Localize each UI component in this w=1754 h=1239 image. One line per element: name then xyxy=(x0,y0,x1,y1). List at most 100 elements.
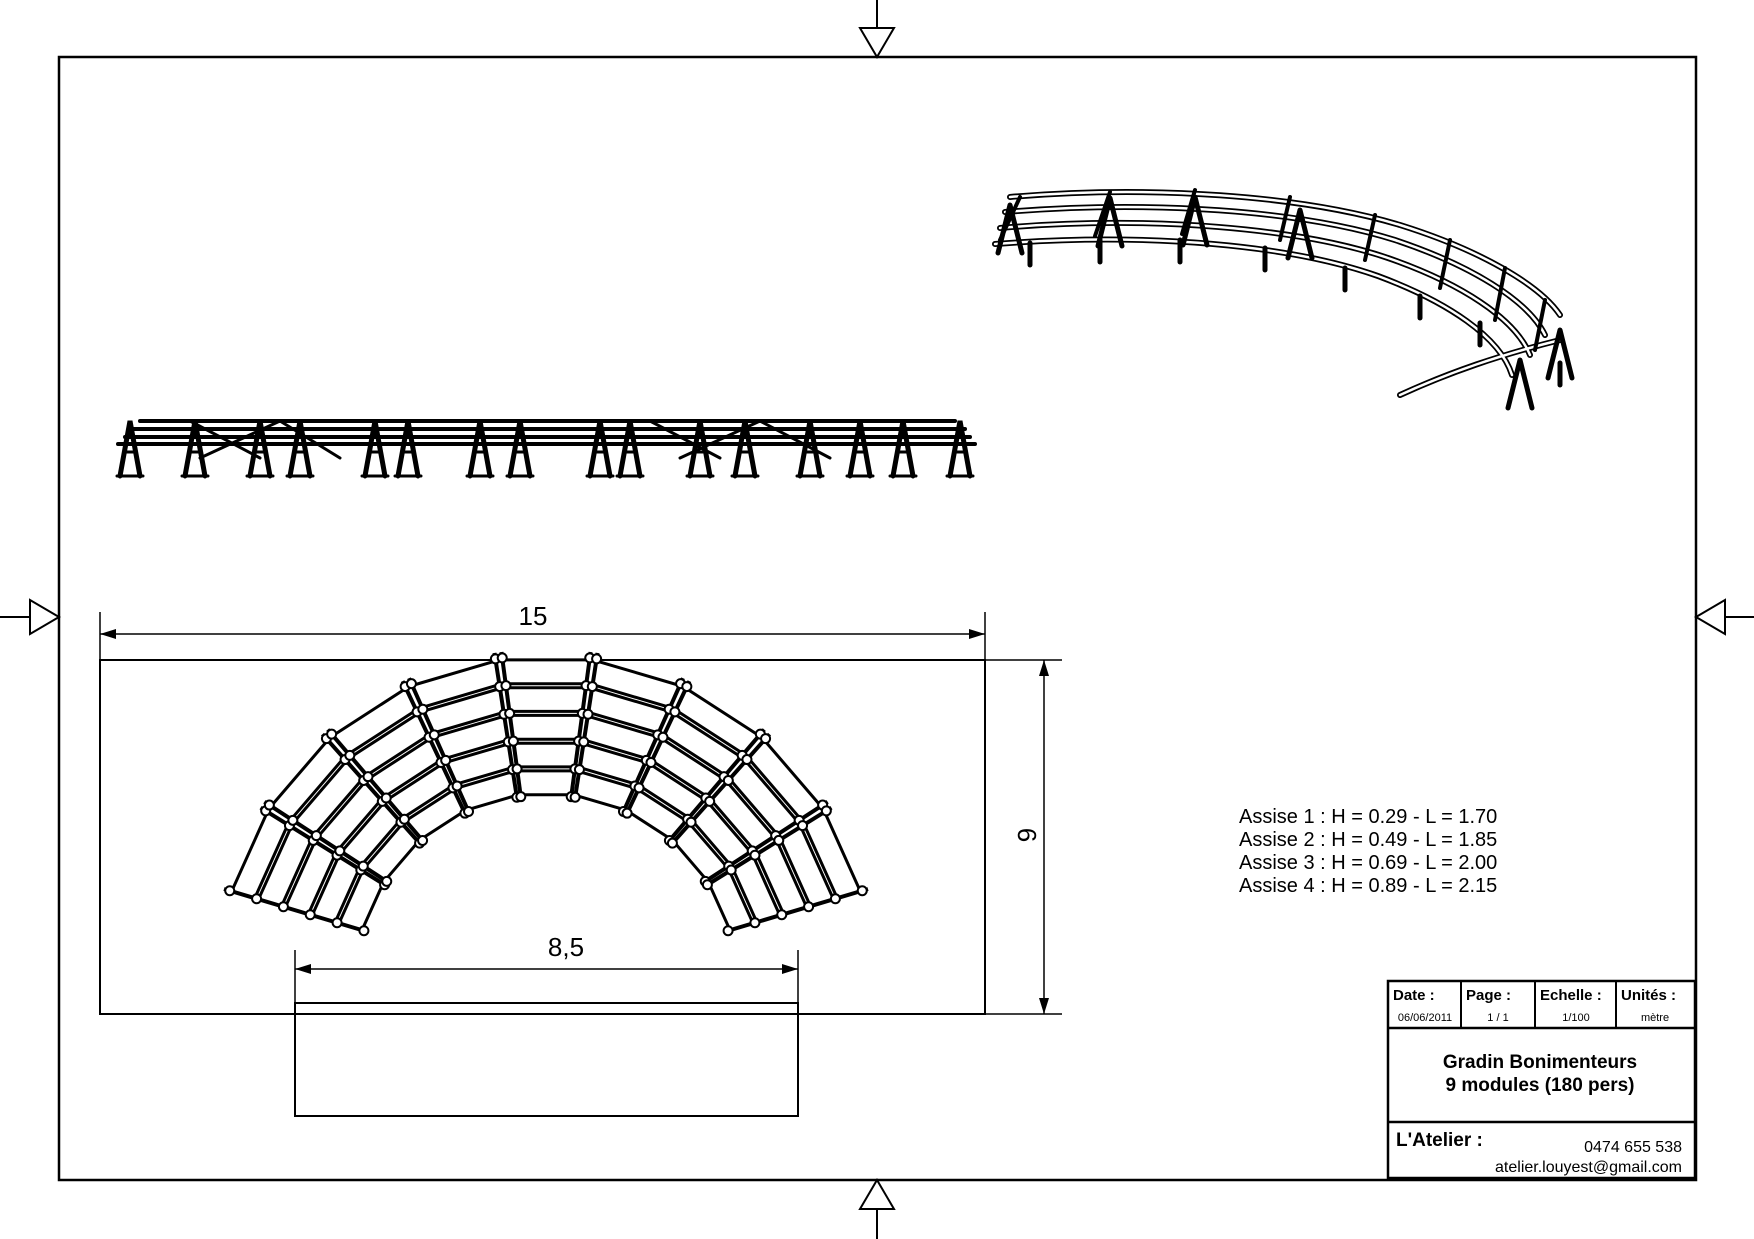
module-frame xyxy=(320,732,424,848)
joint xyxy=(725,864,737,876)
joint xyxy=(358,925,370,937)
trestle-leg xyxy=(507,420,533,479)
joint xyxy=(657,731,669,743)
trestle-leg xyxy=(797,420,823,479)
joint xyxy=(645,757,657,769)
trestle-leg xyxy=(467,420,493,479)
joint xyxy=(287,814,299,826)
stage-rect xyxy=(294,1002,799,1117)
module-frame xyxy=(702,806,833,889)
module-frame xyxy=(623,680,692,818)
title-block-text: Date : 06/06/2011 Page : 1 / 1 Echelle :… xyxy=(1393,987,1682,1176)
diagonal-brace xyxy=(678,419,762,460)
joint xyxy=(681,681,693,693)
joint xyxy=(621,807,633,819)
perspective-trestle xyxy=(1095,195,1125,249)
perspective-trestle xyxy=(1180,194,1210,248)
units-value: mètre xyxy=(1641,1012,1669,1024)
trestle-leg xyxy=(847,420,873,479)
module-frame xyxy=(259,806,390,889)
module-frame xyxy=(572,652,600,802)
joint xyxy=(362,771,374,783)
module-frame xyxy=(723,887,869,934)
joint xyxy=(417,703,429,715)
drawing-title-line1: Gradin Bonimenteurs xyxy=(1443,1052,1637,1073)
centering-mark-top xyxy=(858,0,896,59)
drawing-title-line2: 9 modules (180 pers) xyxy=(1445,1075,1634,1096)
module-frame xyxy=(665,728,766,845)
dimension-width xyxy=(99,612,986,660)
joint xyxy=(381,875,393,887)
perspective-rail xyxy=(992,236,1515,378)
joint xyxy=(251,893,263,905)
joint xyxy=(741,754,753,766)
joint xyxy=(701,879,713,891)
trestle-leg xyxy=(947,420,973,479)
joint xyxy=(417,835,429,847)
perspective-trestle xyxy=(1545,327,1575,381)
module-frame xyxy=(407,677,472,816)
joint xyxy=(511,763,523,775)
diagonal-brace xyxy=(278,419,342,460)
seat-plank xyxy=(501,658,591,686)
plan-view xyxy=(99,651,986,1117)
module-frame xyxy=(263,800,392,886)
joint xyxy=(722,774,734,786)
seat-plank xyxy=(512,741,580,769)
joint xyxy=(357,860,369,872)
trestle-leg xyxy=(890,420,916,479)
perspective-rail-highlight xyxy=(993,238,1514,377)
dimension-stage-label: 8,5 xyxy=(548,932,584,962)
perspective-rail-highlight xyxy=(1003,205,1547,337)
centering-mark-left xyxy=(0,598,61,636)
scale-value: 1/100 xyxy=(1562,1012,1590,1024)
perspective-trestle xyxy=(1285,207,1315,261)
joint xyxy=(224,885,236,897)
diagonal-brace xyxy=(198,419,282,460)
joint xyxy=(803,901,815,913)
date-value: 06/06/2011 xyxy=(1398,1012,1452,1024)
perspective-trestle xyxy=(1505,357,1535,411)
trestle-leg xyxy=(617,420,643,479)
joint xyxy=(463,806,475,818)
joint xyxy=(440,754,452,766)
joint xyxy=(704,795,716,807)
dimension-height-label: 6 xyxy=(1012,828,1042,842)
module-frame xyxy=(492,652,520,802)
joint xyxy=(856,885,868,897)
perspective-cross-beam xyxy=(1363,213,1377,262)
joint xyxy=(749,849,761,861)
module-frame xyxy=(400,680,469,818)
assise-note-1: Assise 1 : H = 0.29 - L = 1.70 xyxy=(1239,806,1497,828)
joint xyxy=(776,909,788,921)
module-frame xyxy=(223,887,369,934)
joint xyxy=(326,728,338,740)
perspective-cross-beam xyxy=(1493,266,1507,322)
joint xyxy=(569,791,581,803)
joint xyxy=(405,678,417,690)
joint xyxy=(428,729,440,741)
joint xyxy=(496,652,508,664)
seat-plank xyxy=(508,713,584,741)
module-frame xyxy=(620,677,685,816)
assise-notes: Assise 1 : H = 0.29 - L = 1.70 Assise 2 … xyxy=(1239,806,1497,897)
joint xyxy=(310,830,322,842)
joint xyxy=(829,893,841,905)
joint xyxy=(263,799,275,811)
joint xyxy=(578,736,590,748)
joint xyxy=(398,813,410,825)
trestle-leg xyxy=(395,420,421,479)
joint xyxy=(633,782,645,794)
date-label: Date : xyxy=(1393,987,1435,1004)
trestle-leg xyxy=(247,420,273,479)
joint xyxy=(773,834,785,846)
perspective-cross-beam xyxy=(1533,298,1547,352)
joint xyxy=(500,680,512,692)
perspective-cross-beam xyxy=(1438,238,1452,290)
joint xyxy=(669,706,681,718)
joint xyxy=(507,735,519,747)
module-frame xyxy=(568,651,593,801)
perspective-rail-highlight xyxy=(1398,338,1562,397)
title-block xyxy=(1386,979,1697,1180)
joint xyxy=(591,653,603,665)
